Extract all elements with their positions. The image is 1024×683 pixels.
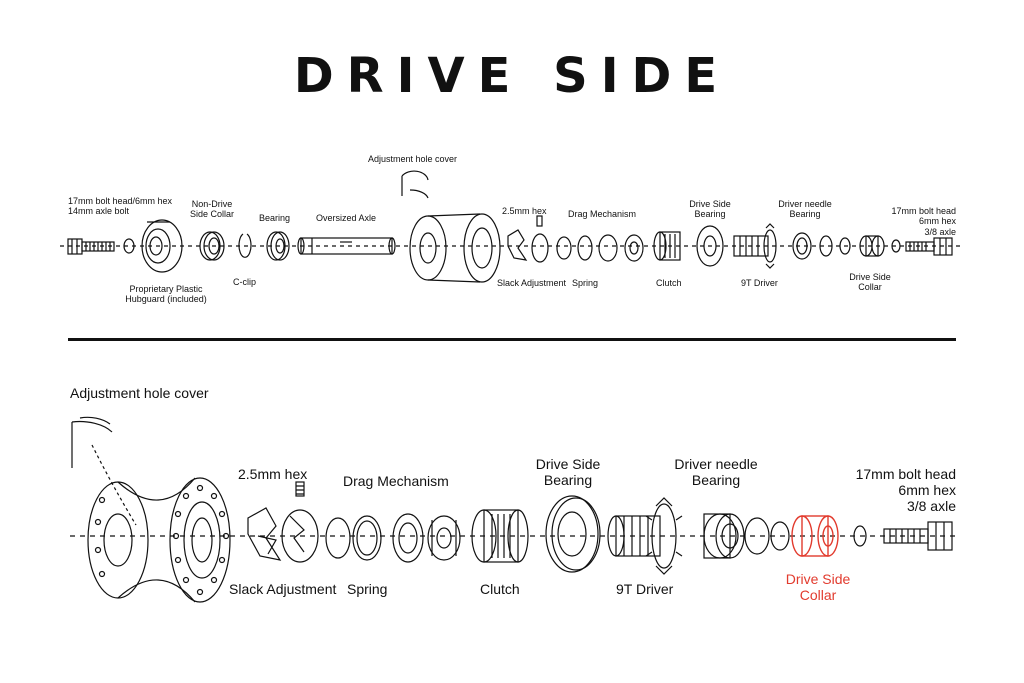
bottom-washer-right: [853, 525, 867, 547]
top-bearing: [266, 231, 290, 261]
bottom-clutch: [471, 509, 529, 563]
top-drag-mechanism: [624, 234, 644, 262]
label-bolt-right: 17mm bolt head 6mm hex 3/8 axle: [891, 206, 956, 237]
label-bolt-right-large: 17mm bolt head 6mm hex 3/8 axle: [855, 466, 956, 515]
top-drive-side-bearing: [696, 225, 724, 267]
label-clutch: Clutch: [656, 278, 682, 288]
bottom-adjustment-hole-cover: [71, 416, 137, 526]
label-bearing: Bearing: [259, 213, 291, 223]
bottom-ring-3: [770, 521, 790, 551]
top-washer-right: [891, 239, 901, 253]
bottom-spring: [352, 515, 382, 561]
label-driver-needle-bearing: Driver needle Bearing: [778, 199, 832, 220]
label-slack-adjustment: Slack Adjustment: [497, 278, 567, 288]
label-adjustment-hole-cover-large: Adjustment hole cover: [70, 385, 209, 401]
page-title: DRIVE SIDE: [293, 48, 731, 104]
top-row-parts: [60, 170, 960, 283]
label-cclip: C-clip: [233, 277, 257, 287]
top-ring-3: [839, 237, 851, 255]
top-bolt-right: [905, 237, 953, 256]
label-adjustment-hole-cover: Adjustment hole cover: [368, 154, 458, 164]
top-ring-1: [556, 236, 572, 260]
top-drive-side-collar: [859, 235, 885, 257]
top-non-drive-collar: [199, 231, 225, 261]
label-hubguard: Proprietary Plastic Hubguard (included): [125, 284, 207, 305]
label-spring-large: Spring: [347, 581, 388, 597]
top-driver-needle-bearing: [792, 232, 812, 260]
top-oversized-axle: [297, 237, 396, 255]
top-spring: [577, 235, 593, 261]
label-9t-driver-large: 9T Driver: [616, 581, 674, 597]
top-cclip: [238, 233, 252, 258]
label-drag-mechanism: Drag Mechanism: [568, 209, 637, 219]
top-drag-ring: [598, 234, 618, 262]
bottom-drag-ring: [392, 513, 424, 563]
top-washer-left: [123, 238, 135, 254]
top-bolt-left: [67, 238, 115, 255]
label-drive-side-collar-large: Drive Side Collar: [785, 571, 851, 604]
label-drive-side-bearing: Drive Side Bearing: [689, 199, 731, 220]
top-hubguard: [141, 219, 183, 273]
label-bolt-left: 17mm bolt head/6mm hex 14mm axle bolt: [68, 196, 173, 217]
label-9t-driver: 9T Driver: [741, 278, 778, 288]
bottom-9t-driver: [607, 497, 683, 575]
top-ring-2: [819, 235, 833, 257]
label-drag-mechanism-large: Drag Mechanism: [343, 473, 449, 489]
bottom-ring-2: [744, 517, 770, 555]
bottom-drive-side-collar: [791, 515, 839, 557]
bottom-hub-shell: [87, 477, 231, 603]
section-divider: [68, 338, 956, 341]
bottom-drive-side-bearing: [545, 495, 601, 573]
label-drive-side-bearing-large: Drive Side Bearing: [535, 456, 601, 489]
top-clutch: [653, 231, 681, 261]
label-hex-large: 2.5mm hex: [238, 466, 308, 482]
label-driver-needle-bearing-large: Driver needle Bearing: [674, 456, 758, 489]
label-slack-adjustment-large: Slack Adjustment: [229, 581, 337, 597]
top-9t-driver: [733, 223, 777, 269]
bottom-ring-1: [325, 517, 351, 559]
top-slack-adjustment: [507, 215, 549, 263]
label-oversized-axle: Oversized Axle: [316, 213, 377, 223]
label-spring: Spring: [572, 278, 599, 288]
label-non-drive-collar: Non-Drive Side Collar: [189, 199, 235, 220]
label-clutch-large: Clutch: [480, 581, 520, 597]
label-drive-side-collar: Drive Side Collar: [849, 272, 891, 293]
label-hex: 2.5mm hex: [502, 206, 547, 216]
bottom-driver-needle-bearing: [703, 513, 745, 559]
top-hub-shell: [401, 170, 501, 283]
bottom-row-parts: [70, 416, 960, 603]
bottom-slack-adjustment: [247, 507, 319, 563]
bottom-bolt-right: [883, 521, 953, 551]
bottom-hex-key: [295, 481, 305, 497]
bottom-drag-mechanism: [427, 515, 461, 561]
top-adjustment-hole-cover-part: [409, 189, 429, 199]
